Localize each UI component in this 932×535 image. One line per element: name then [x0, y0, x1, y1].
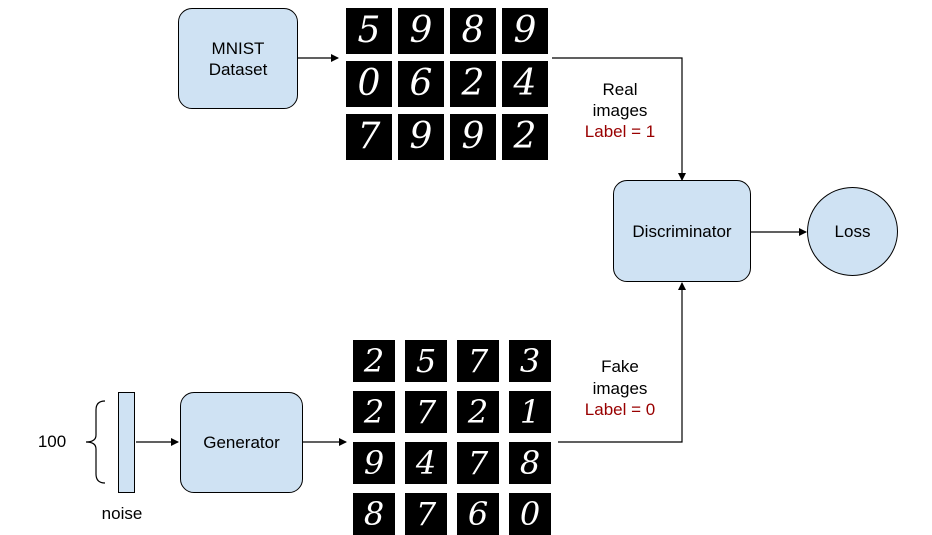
loss-node: Loss [807, 187, 898, 276]
fake-digit-tile-14: 7 [405, 493, 447, 535]
noise-label: noise [101, 504, 143, 523]
mnist-dataset-node: MNIST Dataset [178, 8, 298, 109]
real-caption-line1: Real [602, 80, 638, 99]
noise-brace [85, 400, 106, 484]
fake-digit-tile-6: 7 [405, 391, 447, 433]
real-digit-tile-1: 5 [346, 8, 392, 54]
real-label: Label = 1 [584, 122, 656, 141]
real-digit-tile-7: 2 [450, 61, 496, 107]
arrow-real-to-discriminator [552, 57, 686, 181]
fake-digit-tile-11: 7 [457, 442, 499, 484]
real-digit-tile-4: 9 [502, 8, 548, 54]
real-digit-tile-2: 9 [398, 8, 444, 54]
fake-caption-line1: Fake [601, 357, 639, 376]
fake-digit-tile-5: 2 [353, 391, 395, 433]
generator-label: Generator [203, 433, 280, 452]
real-digit-tile-5: 0 [346, 61, 392, 107]
mnist-dataset-label: MNIST Dataset [208, 38, 268, 79]
fake-digit-tile-15: 6 [457, 493, 499, 535]
connector-layer [85, 54, 807, 484]
fake-digit-tile-7: 2 [457, 391, 499, 433]
generator-node: Generator [180, 392, 303, 493]
real-digit-tile-8: 4 [502, 61, 548, 107]
fake-digit-tile-10: 4 [405, 442, 447, 484]
fake-caption-line2: images [592, 379, 648, 398]
loss-label: Loss [834, 222, 871, 241]
real-digit-tile-9: 7 [346, 114, 392, 160]
real-digit-tile-12: 2 [502, 114, 548, 160]
noise-dimension-label: 100 [37, 432, 67, 451]
fake-digit-tile-16: 0 [509, 493, 551, 535]
real-caption-line2: images [592, 101, 648, 120]
fake-digit-tile-8: 1 [509, 391, 551, 433]
real-digit-tile-3: 8 [450, 8, 496, 54]
fake-digit-tile-12: 8 [509, 442, 551, 484]
discriminator-node: Discriminator [613, 180, 751, 282]
real-digit-tile-11: 9 [450, 114, 496, 160]
fake-digit-tile-13: 8 [353, 493, 395, 535]
real-digit-tile-6: 6 [398, 61, 444, 107]
fake-digit-tile-9: 9 [353, 442, 395, 484]
noise-vector [118, 392, 135, 493]
fake-digit-tile-3: 7 [457, 340, 499, 382]
fake-digit-tile-2: 5 [405, 340, 447, 382]
arrow-fake-to-discriminator [558, 282, 686, 443]
discriminator-label: Discriminator [632, 221, 732, 241]
fake-digit-tile-4: 3 [509, 340, 551, 382]
real-digit-tile-10: 9 [398, 114, 444, 160]
fake-digit-tile-1: 2 [353, 340, 395, 382]
fake-label: Label = 0 [584, 400, 656, 419]
